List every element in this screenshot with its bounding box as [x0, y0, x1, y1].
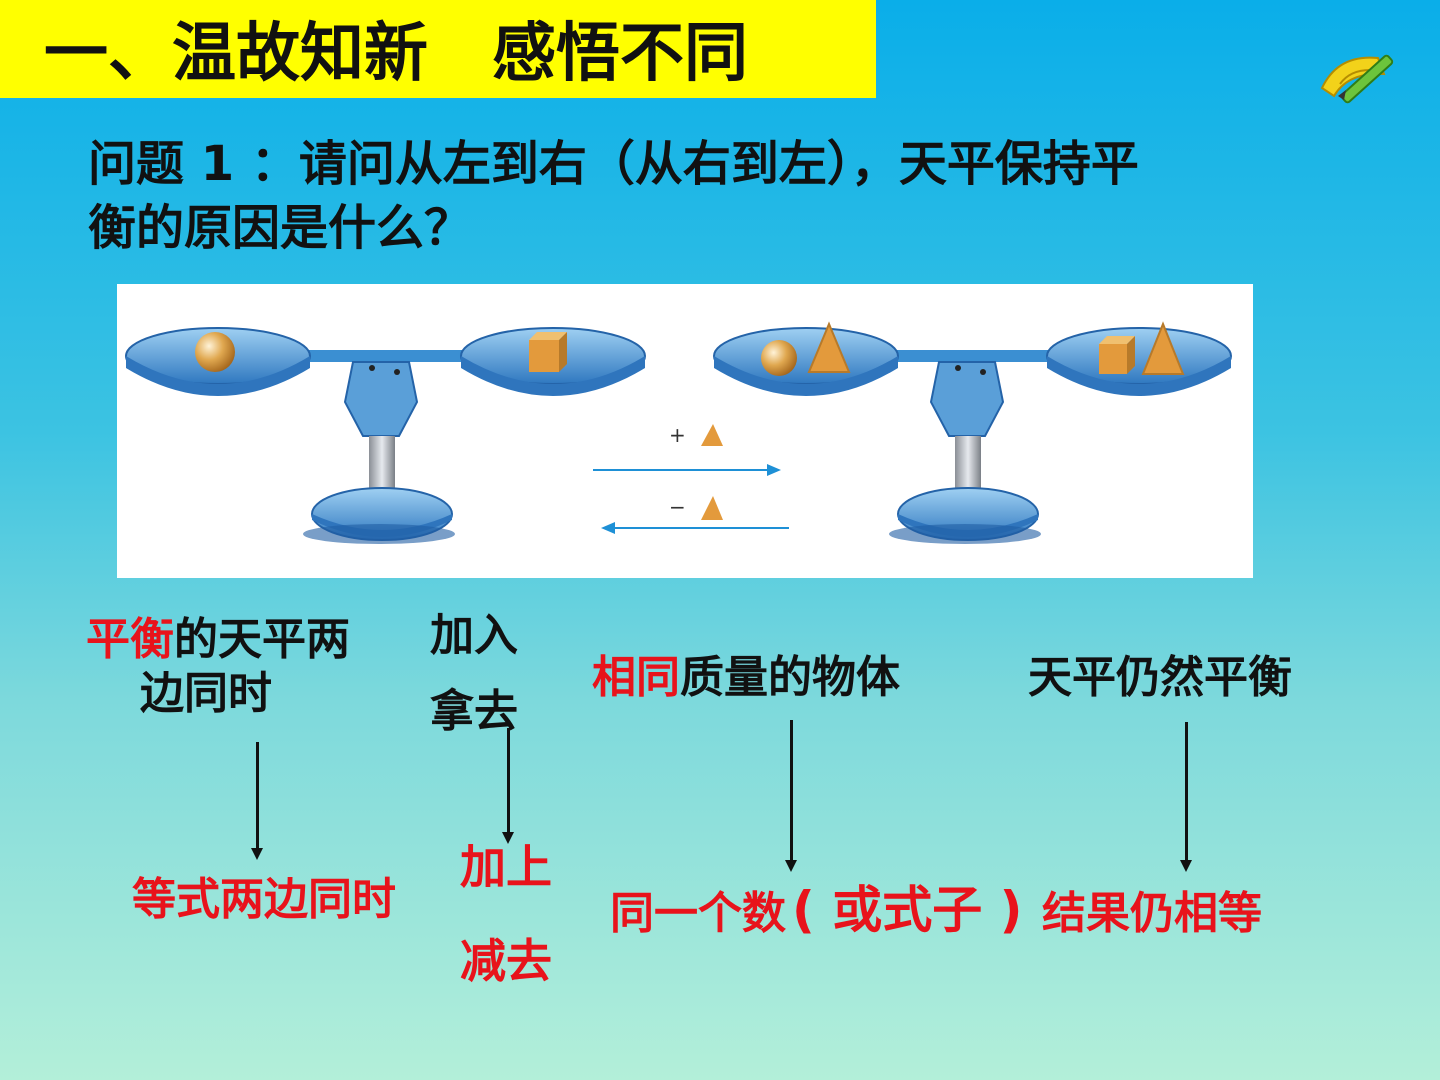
question-line-2: 衡的原因是什么？ — [88, 200, 473, 256]
arrow-head-3 — [785, 860, 797, 872]
subtract-label: 减去 — [460, 934, 552, 988]
question-line-1: 问题 1 ：请问从左到右（从右到左），天平保持平 — [88, 136, 1139, 192]
question-text: 问题 1 ：请问从左到右（从右到左），天平保持平 衡的原因是什么？ — [88, 132, 1348, 260]
add-label: 加入 — [430, 610, 518, 661]
arrow-head-1 — [251, 848, 263, 860]
plus-sign: + — [669, 423, 686, 447]
arrow-down-4 — [1185, 722, 1188, 860]
triangle-object-icon — [807, 321, 851, 373]
balance-figure-svg: + − — [125, 321, 1232, 544]
balance-label-line-2: 边同时 — [140, 668, 272, 719]
small-triangle-icon — [701, 424, 723, 446]
arrow-down-1 — [256, 742, 259, 848]
small-triangle-icon — [701, 496, 723, 520]
still-balanced-label: 天平仍然平衡 — [1028, 652, 1292, 703]
left-balance-scale — [125, 327, 646, 544]
result-equal-label: 结果仍相等 — [1042, 888, 1262, 939]
balance-illustration: + − — [117, 284, 1253, 578]
or-expression-label: ( 或式子 ) — [792, 881, 1023, 939]
add-up-label: 加上 — [460, 840, 552, 894]
arrow-head-4 — [1180, 860, 1192, 872]
ball-object-icon — [761, 340, 797, 376]
slide-title: 一、温故知新 感悟不同 — [44, 17, 748, 91]
minus-sign: − — [669, 495, 686, 519]
same-mass-label: 相同质量的物体 — [592, 652, 900, 703]
triangle-object-icon — [1141, 321, 1185, 375]
equation-sides-label: 等式两边同时 — [132, 874, 396, 925]
transfer-arrows: + − — [593, 423, 789, 534]
arrow-down-3 — [790, 720, 793, 860]
ruler-pencil-icon — [1320, 54, 1394, 104]
cube-object-icon — [1099, 336, 1135, 374]
arrow-down-2 — [507, 728, 510, 832]
cube-object-icon — [529, 332, 567, 372]
balance-label: 平衡的天平两 — [86, 614, 350, 665]
arrow-head-2 — [502, 832, 514, 844]
ball-object-icon — [195, 332, 235, 372]
right-balance-scale — [713, 321, 1232, 544]
same-number-label: 同一个数 — [610, 888, 786, 939]
remove-label: 拿去 — [430, 686, 518, 737]
title-bar — [0, 0, 876, 98]
